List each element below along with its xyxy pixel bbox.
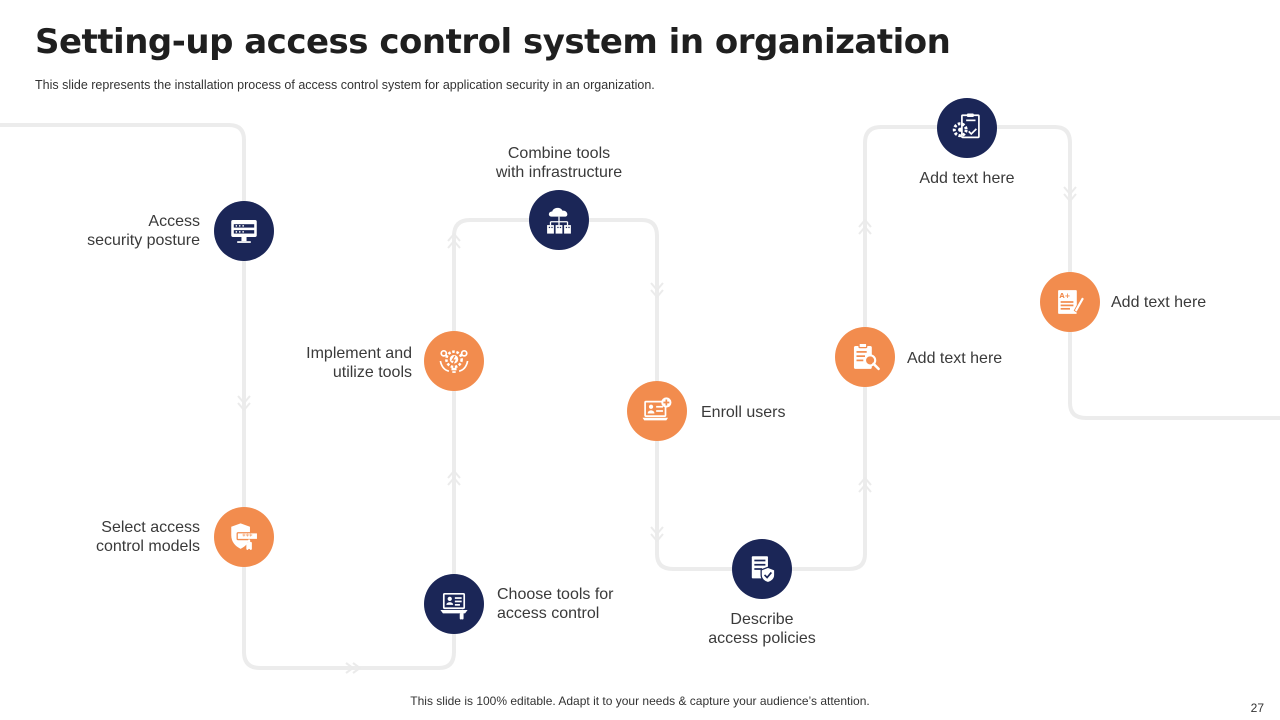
step-implement-utilize-tools-node (424, 331, 484, 391)
settings-checklist-icon (952, 113, 980, 139)
step-access-security-posture-node (214, 201, 274, 261)
add-user-screen-icon (642, 397, 672, 421)
step-enroll-users-node (627, 381, 687, 441)
grade-document-icon: A+ (1058, 290, 1086, 314)
step-select-access-control-models-node: *** (214, 507, 274, 567)
step-describe-policies-node (732, 539, 792, 599)
step-select-access-control-models-label: Select access control models (95, 519, 200, 555)
clipboard-search-icon (853, 342, 880, 371)
svg-text:***: *** (242, 533, 253, 541)
page-number: 27 (1250, 701, 1264, 715)
monitor-password-icon (231, 219, 257, 243)
flow-arrows (237, 186, 1077, 674)
step-implement-utilize-tools-label: Implement and utilize tools (306, 345, 412, 381)
slide-subtitle: This slide represents the installation p… (35, 78, 655, 92)
step-choose-tools-label: Choose tools for access control (497, 586, 614, 622)
step-enroll-users-label: Enroll users (701, 404, 786, 421)
step-combine-tools-node (529, 190, 589, 250)
step-add-text-1-node (835, 327, 895, 387)
step-choose-tools-node (424, 574, 484, 634)
step-add-text-2-node (937, 98, 997, 158)
step-describe-policies-label: Describe access policies (708, 611, 816, 647)
laptop-user-icon (440, 592, 468, 620)
shield-password-icon: *** (231, 523, 259, 550)
step-access-security-posture-label: Access security posture (87, 213, 200, 249)
gears-bulb-icon (439, 349, 469, 373)
svg-text:A+: A+ (1059, 292, 1070, 300)
step-add-text-3-label: Add text here (1111, 294, 1207, 311)
cloud-network-icon (547, 207, 571, 234)
slide-title: Setting-up access control system in orga… (35, 22, 951, 62)
step-add-text-1-label: Add text here (907, 350, 1003, 367)
step-add-text-3-node: A+ (1040, 272, 1100, 332)
slide-footer: This slide is 100% editable. Adapt it to… (410, 694, 870, 708)
step-add-text-2-label: Add text here (919, 170, 1015, 187)
step-combine-tools-label: Combine tools with infrastructure (495, 145, 623, 181)
policy-document-icon (751, 556, 776, 584)
